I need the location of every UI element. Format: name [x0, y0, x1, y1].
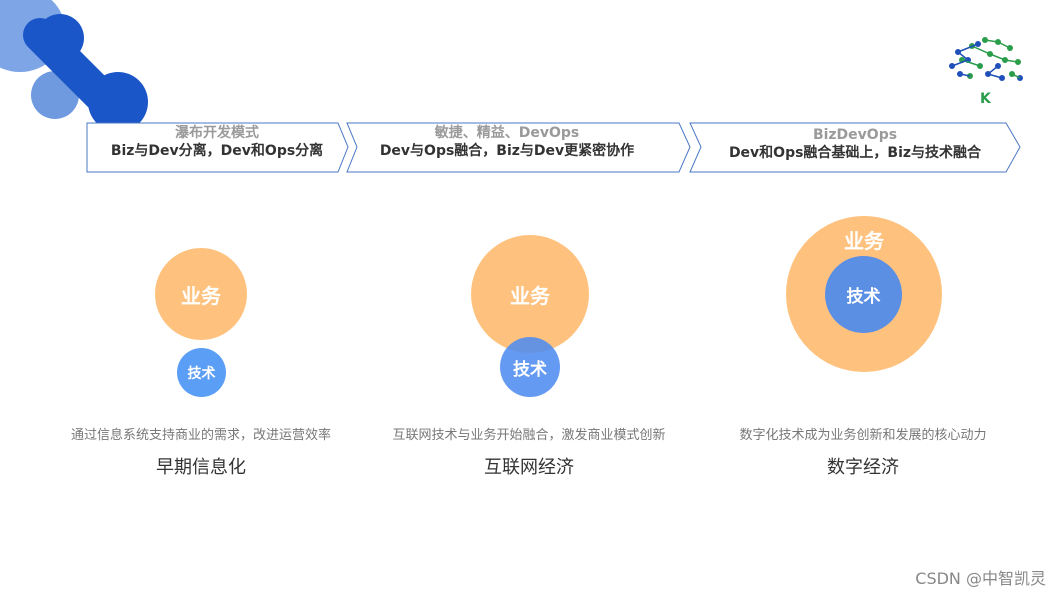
technology-circle-1: 技术 — [177, 348, 226, 397]
description-2: 互联网技术与业务开始融合，激发商业模式创新 — [392, 428, 666, 443]
decorative-shapes — [0, 0, 148, 132]
logo-letter: K — [980, 91, 992, 107]
technology-label-1: 技术 — [187, 365, 216, 382]
technology-label-3: 技术 — [846, 287, 881, 307]
stage-1-subtitle: Biz与Dev分离，Dev和Ops分离 — [110, 143, 324, 159]
stage-3-title: BizDevOps — [812, 127, 898, 143]
era-label-3: 数字经济 — [827, 457, 899, 478]
watermark: CSDN @中智凯灵 — [915, 569, 1046, 588]
stage-3-subtitle: Dev和Ops融合基础上，Biz与技术融合 — [728, 145, 982, 161]
era-label-2: 互联网经济 — [484, 457, 574, 478]
stage-2-subtitle: Dev与Ops融合，Biz与Dev更紧密协作 — [379, 143, 635, 159]
stage-2-text: 敏捷、精益、DevOps Dev与Ops融合，Biz与Dev更紧密协作 — [357, 124, 657, 160]
stage-2-title: 敏捷、精益、DevOps — [434, 125, 580, 141]
stage-1-title: 瀑布开发模式 — [175, 125, 259, 141]
business-label-1: 业务 — [181, 283, 221, 308]
brand-logo-icon: K — [949, 37, 1023, 107]
business-label-2: 业务 — [510, 283, 550, 308]
description-3: 数字化技术成为业务创新和发展的核心动力 — [739, 428, 987, 443]
technology-circle-2: 技术 — [500, 337, 560, 397]
business-circle-2: 业务 — [471, 235, 589, 353]
technology-circle-3: 技术 — [825, 256, 902, 333]
business-circle-1: 业务 — [155, 248, 247, 340]
business-label-3: 业务 — [844, 229, 884, 253]
era-label-1: 早期信息化 — [156, 457, 246, 478]
stage-1-text: 瀑布开发模式 Biz与Dev分离，Dev和Ops分离 — [92, 124, 342, 160]
technology-label-2: 技术 — [513, 359, 547, 380]
description-1: 通过信息系统支持商业的需求，改进运营效率 — [70, 428, 331, 443]
stage-3-text: BizDevOps Dev和Ops融合基础上，Biz与技术融合 — [705, 126, 1005, 162]
